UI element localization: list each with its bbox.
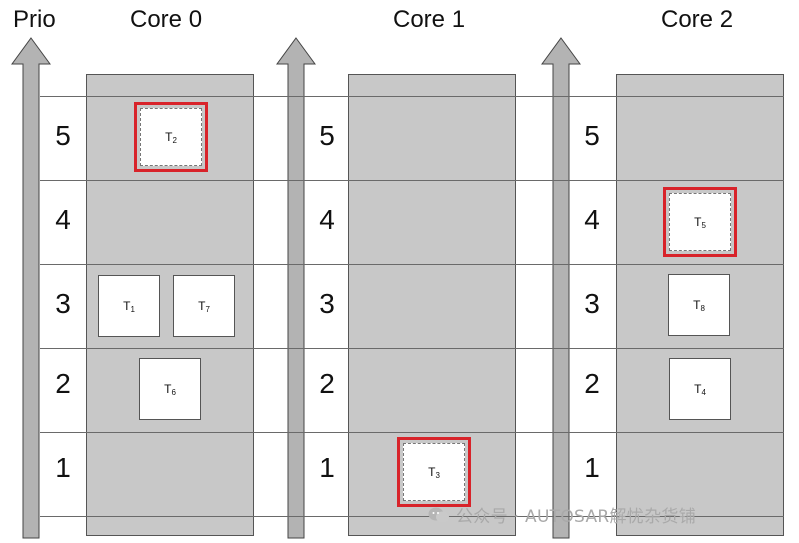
task-t4: T4 bbox=[669, 358, 731, 420]
task-label: T8 bbox=[693, 297, 705, 313]
priority-label: 5 bbox=[584, 120, 600, 151]
task-t7: T7 bbox=[173, 275, 235, 337]
priority-label: 3 bbox=[55, 288, 71, 319]
priority-label: 4 bbox=[319, 204, 335, 235]
core-0-title: Core 0 bbox=[130, 6, 203, 33]
task-label: T3 bbox=[428, 464, 440, 480]
row-divider bbox=[40, 180, 784, 181]
watermark-text: 公众号 · AUTOSAR解忧杂货铺 bbox=[456, 507, 696, 527]
priority-label: 3 bbox=[319, 288, 335, 319]
wechat-icon bbox=[428, 507, 449, 522]
priority-arrow-icon bbox=[11, 37, 51, 539]
priority-label: 2 bbox=[584, 368, 600, 399]
row-divider bbox=[40, 264, 784, 265]
priority-label: 4 bbox=[584, 204, 600, 235]
core-1-title: Core 1 bbox=[393, 6, 466, 33]
task-label: T5 bbox=[694, 214, 706, 230]
priority-label: 1 bbox=[319, 452, 335, 483]
task-t8: T8 bbox=[668, 274, 730, 336]
task-t5: T5 bbox=[663, 187, 737, 257]
priority-label: 2 bbox=[319, 368, 335, 399]
task-label: T6 bbox=[164, 381, 176, 397]
row-divider bbox=[40, 432, 784, 433]
priority-label: 3 bbox=[584, 288, 600, 319]
task-label: T4 bbox=[694, 381, 706, 397]
watermark: 公众号 · AUTOSAR解忧杂货铺 bbox=[428, 502, 696, 527]
row-divider bbox=[40, 348, 784, 349]
task-label: T7 bbox=[198, 298, 210, 314]
priority-label: 1 bbox=[55, 452, 71, 483]
task-t2: T2 bbox=[134, 102, 208, 172]
priority-label: 5 bbox=[319, 120, 335, 151]
priority-arrow-icon bbox=[276, 37, 316, 539]
priority-arrow-icon bbox=[541, 37, 581, 539]
row-divider bbox=[40, 516, 784, 517]
task-label: T1 bbox=[123, 298, 135, 314]
core-2-title: Core 2 bbox=[661, 6, 734, 33]
priority-label: 5 bbox=[55, 120, 71, 151]
prio-axis-label: Prio bbox=[13, 6, 56, 33]
task-label: T2 bbox=[165, 129, 177, 145]
task-t1: T1 bbox=[98, 275, 160, 337]
priority-label: 1 bbox=[584, 452, 600, 483]
task-t6: T6 bbox=[139, 358, 201, 420]
priority-label: 2 bbox=[55, 368, 71, 399]
task-t3: T3 bbox=[397, 437, 471, 507]
row-divider bbox=[40, 96, 784, 97]
priority-label: 4 bbox=[55, 204, 71, 235]
